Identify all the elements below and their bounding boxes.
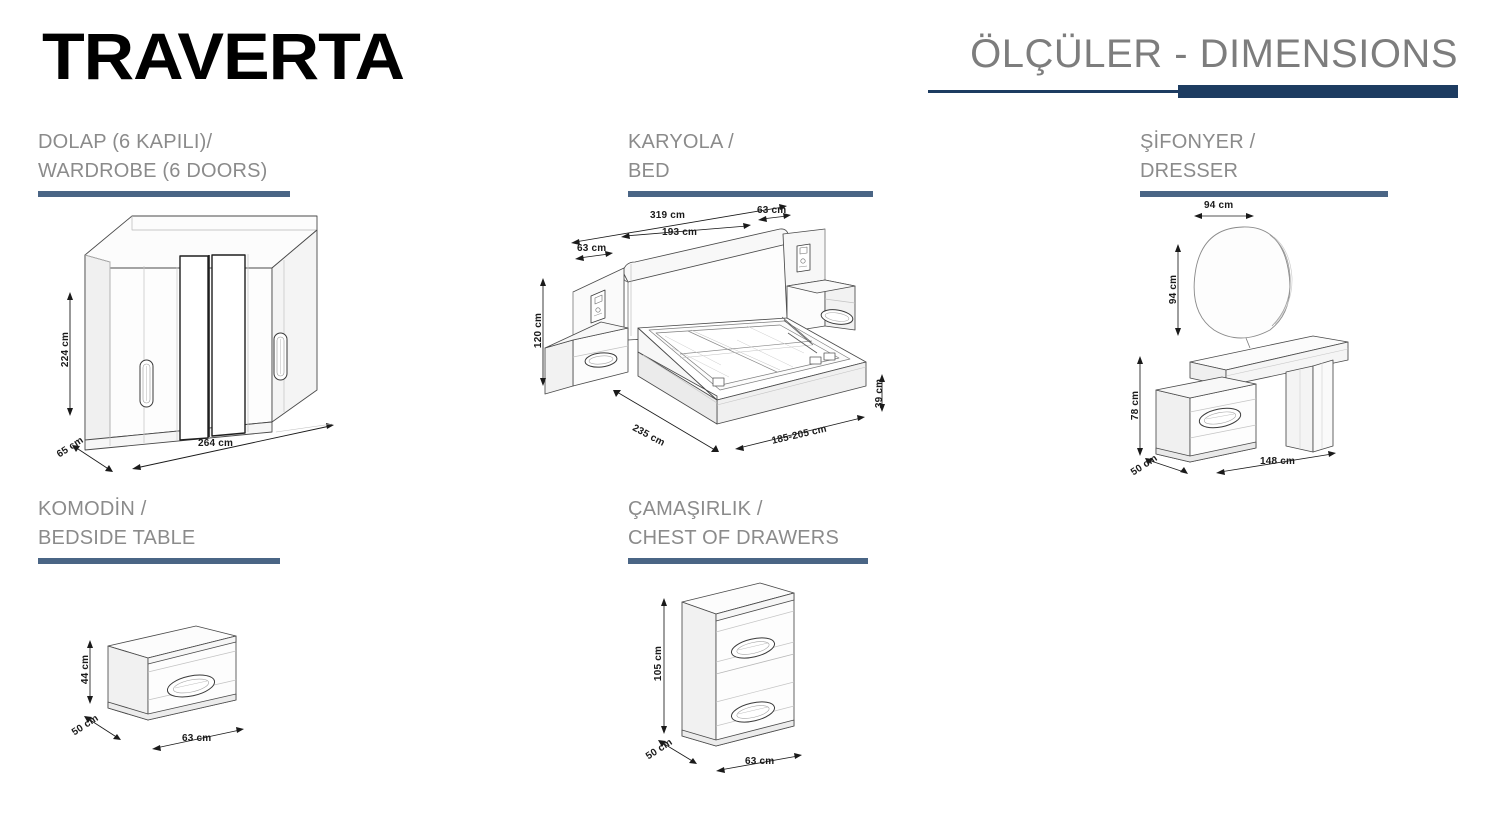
- dresser-dim-mirror-height: [1175, 244, 1181, 336]
- wardrobe-rule: [38, 191, 290, 197]
- bed-dim-nightstand-left-text: 63 cm: [577, 243, 607, 254]
- bed-dim-headboard: [621, 223, 751, 239]
- bed-dim-base-height: [879, 374, 885, 412]
- bedside-label-en: BEDSIDE TABLE: [38, 527, 196, 549]
- wardrobe-label-en: WARDROBE (6 DOORS): [38, 160, 268, 182]
- dresser-handle: [1198, 407, 1242, 429]
- bed-lift-piston: [781, 316, 818, 354]
- bed-rule: [628, 191, 873, 197]
- section-heading-dresser: ŞİFONYER / DRESSER: [1140, 128, 1388, 197]
- wardrobe-handle-left: [139, 359, 154, 408]
- dresser-drawing: 94 cm 94 cm 78 cm 148 cm 50 cm: [1100, 190, 1390, 500]
- bed-dim-height: [540, 278, 546, 386]
- bed-slat-frame: [648, 320, 851, 391]
- wardrobe-dim-depth: [72, 445, 113, 472]
- bed-label-en: BED: [628, 160, 670, 182]
- section-heading-chest: ÇAMAŞIRLIK / CHEST OF DRAWERS: [628, 495, 868, 564]
- bedside-drawing: 44 cm 63 cm 50 cm: [50, 600, 300, 780]
- power-socket-icon-left: [590, 289, 606, 324]
- bed-dim-mattress-width: [735, 415, 865, 451]
- bed-dim-height-text: 120 cm: [533, 312, 545, 349]
- bedside-dim-width: [152, 727, 244, 751]
- chest-rule: [628, 558, 868, 564]
- bedside-dim-height-text: 44 cm: [80, 654, 92, 685]
- page-title: ÖLÇÜLER - DIMENSIONS: [970, 32, 1458, 76]
- wardrobe-drawing: 224 cm 264 cm 65 cm: [40, 200, 380, 490]
- dresser-dim-height: [1137, 356, 1143, 456]
- dresser-dim-mirror-width-text: 94 cm: [1204, 200, 1234, 211]
- bed-dim-nightstand-left: [575, 251, 613, 261]
- dresser-dim-width-text: 148 cm: [1260, 456, 1296, 467]
- wardrobe-dim-height: [67, 292, 73, 416]
- bedside-dim-height: [87, 640, 93, 704]
- section-heading-bedside: KOMODİN / BEDSIDE TABLE: [38, 495, 280, 564]
- bedside-dim-depth: [84, 716, 121, 740]
- bed-nightstand-right: [786, 279, 856, 333]
- dresser-dim-width: [1216, 451, 1336, 475]
- bed-drawing: 319 cm 193 cm 63 cm 63 cm 120 cm 39 cm 2…: [525, 200, 925, 460]
- bedside-handle: [166, 674, 216, 698]
- section-heading-bed: KARYOLA / BED: [628, 128, 873, 197]
- chest-handle-lower: [730, 701, 776, 723]
- bed-nightstand-left: [544, 321, 629, 395]
- dresser-rule: [1140, 191, 1388, 197]
- bed-dim-length: [613, 390, 719, 452]
- dresser-dim-height-text: 78 cm: [1130, 390, 1142, 421]
- wardrobe-dim-width: [132, 423, 334, 470]
- chest-drawing: 105 cm 63 cm 50 cm: [620, 570, 880, 800]
- bedside-label-tr: KOMODİN /: [38, 498, 147, 520]
- chest-dim-height-text: 105 cm: [653, 645, 665, 682]
- chest-dim-width: [716, 753, 802, 773]
- bed-dim-base-height-text: 39 cm: [874, 378, 886, 409]
- bed-dim-total-text: 319 cm: [650, 210, 686, 221]
- bed-dim-total: [571, 204, 787, 245]
- dresser-label-tr: ŞİFONYER /: [1140, 131, 1256, 153]
- header-rule-thick: [1178, 85, 1458, 98]
- bed-dim-nightstand-right: [758, 213, 791, 222]
- chest-label-tr: ÇAMAŞIRLIK /: [628, 498, 763, 520]
- bed-dim-nightstand-right-text: 63 cm: [757, 205, 787, 216]
- chest-handle-upper: [730, 637, 776, 659]
- chest-dim-depth: [658, 740, 697, 764]
- dresser-mirror: [1193, 226, 1293, 349]
- header-rule-thin: [928, 90, 1180, 93]
- bed-label-tr: KARYOLA /: [628, 131, 734, 153]
- bed-dim-headboard-text: 193 cm: [662, 227, 698, 238]
- chest-dim-height: [661, 598, 667, 734]
- dresser-dim-depth: [1145, 458, 1188, 474]
- wardrobe-label-tr: DOLAP (6 KAPILI)/: [38, 131, 213, 153]
- dresser-dim-mirror-width: [1194, 213, 1254, 219]
- dresser-label-en: DRESSER: [1140, 160, 1239, 182]
- bedside-rule: [38, 558, 280, 564]
- wardrobe-dim-width-text: 264 cm: [198, 438, 234, 449]
- power-socket-icon-right: [796, 243, 811, 273]
- chest-dim-width-text: 63 cm: [745, 756, 775, 767]
- wardrobe-dim-height-text: 224 cm: [60, 331, 72, 368]
- dresser-dim-mirror-height-text: 94 cm: [1168, 274, 1180, 305]
- brand-title: TRAVERTA: [42, 19, 405, 93]
- chest-label-en: CHEST OF DRAWERS: [628, 527, 839, 549]
- wardrobe-handle-right: [273, 332, 288, 381]
- bedside-dim-width-text: 63 cm: [182, 733, 212, 744]
- section-heading-wardrobe: DOLAP (6 KAPILI)/ WARDROBE (6 DOORS): [38, 128, 290, 197]
